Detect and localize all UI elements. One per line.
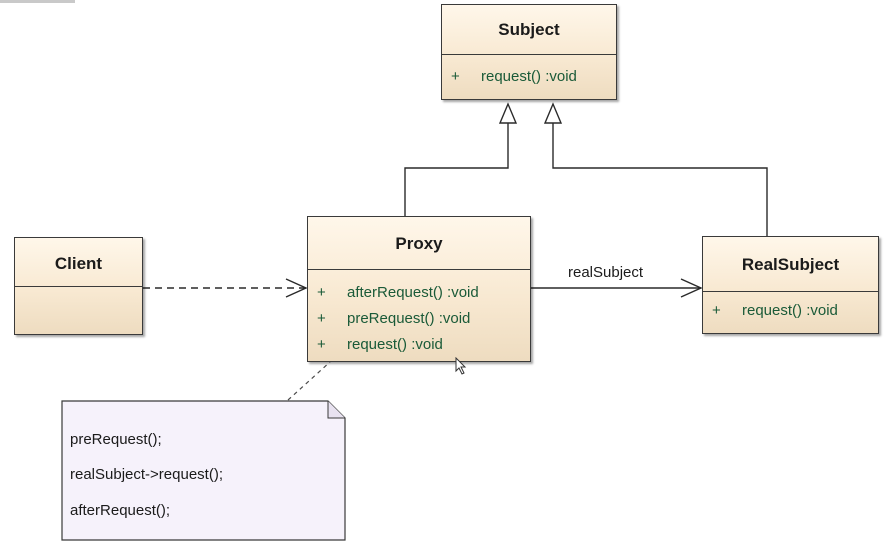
operation-signature: request() :void — [347, 336, 443, 353]
dependency-arrowhead — [285, 278, 308, 298]
mouse-cursor-icon — [455, 357, 467, 375]
class-realsubject[interactable]: RealSubject + request() :void — [702, 236, 879, 334]
note-fold — [327, 401, 345, 419]
operation-signature: request() :void — [742, 302, 838, 319]
note-shape[interactable] — [61, 400, 346, 541]
class-subject-name: Subject — [442, 5, 616, 55]
generalization-arrowhead-realsubject — [543, 102, 563, 124]
generalization-arrowhead-proxy — [498, 102, 518, 124]
note-line: afterRequest(); — [70, 502, 171, 519]
class-realsubject-operations: + request() :void — [703, 292, 878, 324]
class-subject-operations: + request() :void — [442, 55, 616, 90]
operation-signature: afterRequest() :void — [347, 284, 479, 301]
operation-signature: request() :void — [481, 68, 577, 85]
class-proxy-name: Proxy — [308, 217, 530, 270]
operation-row[interactable]: + preRequest() :void — [317, 306, 530, 332]
operation-row[interactable]: + afterRequest() :void — [317, 280, 530, 306]
association-role-label: realSubject — [568, 264, 644, 281]
class-realsubject-name: RealSubject — [703, 237, 878, 292]
class-client-name: Client — [15, 238, 142, 287]
generalization-proxy-subject[interactable] — [404, 123, 509, 216]
class-subject[interactable]: Subject + request() :void — [441, 4, 617, 100]
note-line: realSubject->request(); — [70, 466, 223, 483]
visibility-marker: + — [317, 336, 326, 353]
operation-signature: preRequest() :void — [347, 310, 471, 327]
visibility-marker: + — [712, 302, 721, 319]
class-client[interactable]: Client — [14, 237, 143, 335]
corner-marker — [0, 0, 75, 3]
note-anchor-line — [287, 361, 331, 401]
operation-row[interactable]: + request() :void — [317, 332, 530, 358]
class-proxy-operations: + afterRequest() :void + preRequest() :voi… — [308, 270, 530, 358]
visibility-marker: + — [451, 68, 460, 85]
note-line: preRequest(); — [70, 431, 162, 448]
operation-row[interactable]: + request() :void — [712, 298, 878, 324]
association-arrowhead — [680, 278, 703, 298]
visibility-marker: + — [317, 284, 326, 301]
generalization-realsubject-subject[interactable] — [552, 123, 768, 236]
operation-row[interactable]: + request() :void — [451, 64, 616, 90]
class-proxy[interactable]: Proxy + afterRequest() :void + preRequest(… — [307, 216, 531, 362]
visibility-marker: + — [317, 310, 326, 327]
